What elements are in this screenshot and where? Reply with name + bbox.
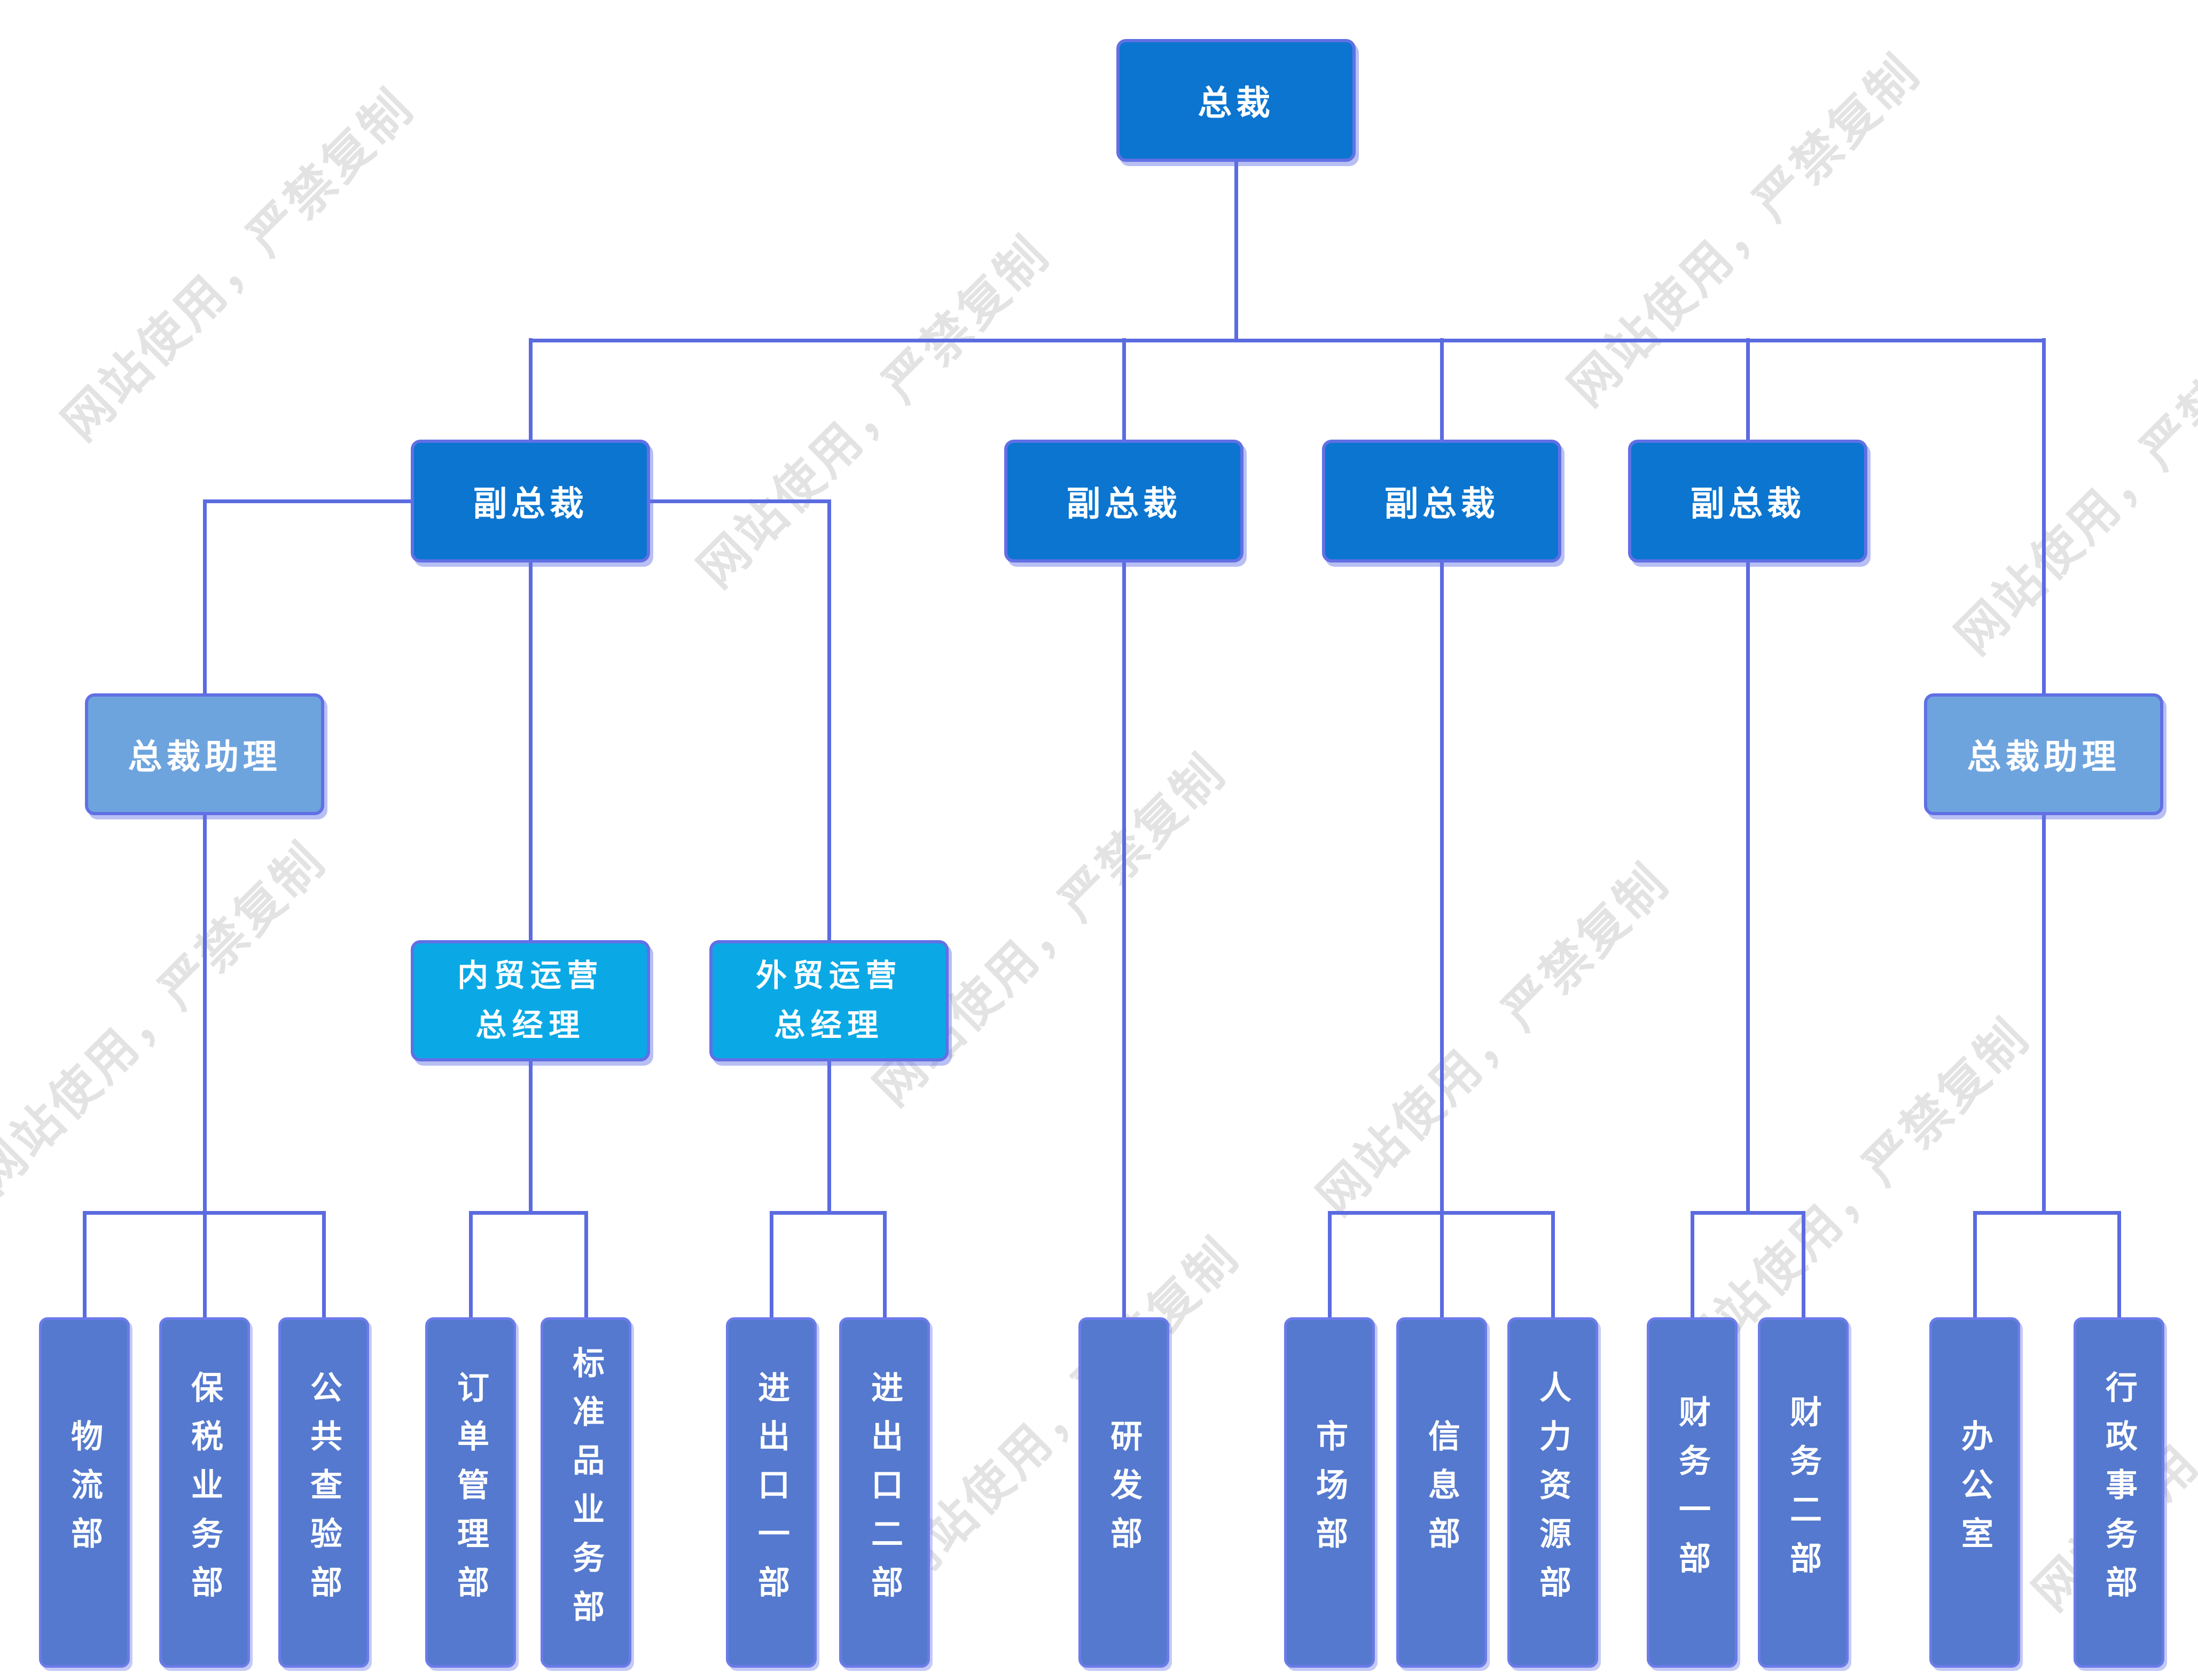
connector-line bbox=[1746, 338, 1750, 440]
connector-line bbox=[827, 1061, 831, 1213]
connector-line bbox=[1802, 1213, 1805, 1317]
node-dept-import-export-1[interactable]: 进出口一部 bbox=[726, 1317, 817, 1668]
connector-line bbox=[1746, 562, 1750, 1213]
node-vice-president-4[interactable]: 副总裁 bbox=[1628, 440, 1867, 562]
connector-line bbox=[1122, 338, 1126, 440]
node-dept-finance-1[interactable]: 财务一部 bbox=[1647, 1317, 1738, 1668]
connector-line bbox=[2042, 338, 2046, 693]
connector-line bbox=[529, 338, 533, 440]
node-dept-admin-affairs[interactable]: 行政事务部 bbox=[2074, 1317, 2164, 1668]
connector-line bbox=[827, 501, 831, 940]
connector-line bbox=[1440, 1213, 1444, 1317]
connector-line bbox=[1440, 562, 1444, 1213]
connector-line bbox=[2042, 815, 2046, 1213]
connector-line bbox=[203, 501, 207, 693]
watermark-text: 网站使用，严禁复制 bbox=[1308, 854, 1679, 1225]
connector-line bbox=[529, 562, 533, 940]
node-assistant-right[interactable]: 总裁助理 bbox=[1924, 693, 2163, 815]
watermark-text: 网站使用，严禁复制 bbox=[1559, 44, 1930, 416]
node-vice-president-3[interactable]: 副总裁 bbox=[1322, 440, 1561, 562]
connector-line bbox=[1234, 162, 1238, 340]
node-dept-standard-products[interactable]: 标准品业务部 bbox=[541, 1317, 631, 1668]
node-dept-order-management[interactable]: 订单管理部 bbox=[425, 1317, 516, 1668]
node-dept-bonded-business[interactable]: 保税业务部 bbox=[159, 1317, 250, 1668]
connector-line bbox=[1122, 562, 1126, 1317]
node-dept-public-inspection[interactable]: 公共查验部 bbox=[278, 1317, 369, 1668]
node-president[interactable]: 总裁 bbox=[1116, 39, 1356, 162]
connector-line bbox=[883, 1213, 887, 1317]
node-dept-human-resources[interactable]: 人力资源部 bbox=[1507, 1317, 1598, 1668]
connector-line bbox=[529, 339, 2046, 342]
connector-line bbox=[469, 1213, 473, 1317]
connector-line bbox=[1973, 1213, 1977, 1317]
connector-line bbox=[770, 1213, 773, 1317]
node-dept-information[interactable]: 信息部 bbox=[1396, 1317, 1487, 1668]
connector-line bbox=[1973, 1211, 2121, 1215]
connector-line bbox=[203, 815, 207, 1213]
node-gm-foreign-trade[interactable]: 外贸运营 总经理 bbox=[709, 940, 949, 1061]
connector-line bbox=[1691, 1211, 1805, 1215]
node-dept-logistics[interactable]: 物流部 bbox=[39, 1317, 130, 1668]
node-vice-president-1[interactable]: 副总裁 bbox=[411, 440, 650, 562]
connector-line bbox=[1691, 1213, 1694, 1317]
node-dept-import-export-2[interactable]: 进出口二部 bbox=[839, 1317, 930, 1668]
connector-line bbox=[469, 1211, 588, 1215]
connector-line bbox=[1328, 1213, 1332, 1317]
node-dept-marketing[interactable]: 市场部 bbox=[1284, 1317, 1375, 1668]
connector-line bbox=[203, 1213, 207, 1317]
node-assistant-left[interactable]: 总裁助理 bbox=[85, 693, 324, 815]
connector-line bbox=[322, 1213, 326, 1317]
node-vice-president-2[interactable]: 副总裁 bbox=[1004, 440, 1243, 562]
node-dept-r-and-d[interactable]: 研发部 bbox=[1078, 1317, 1169, 1668]
connector-line bbox=[648, 499, 831, 503]
node-gm-domestic-trade[interactable]: 内贸运营 总经理 bbox=[411, 940, 650, 1061]
node-dept-finance-2[interactable]: 财务二部 bbox=[1758, 1317, 1849, 1668]
watermark-text: 网站使用，严禁复制 bbox=[52, 79, 424, 451]
connector-line bbox=[203, 499, 413, 503]
connector-line bbox=[529, 1061, 533, 1213]
connector-line bbox=[584, 1213, 588, 1317]
connector-line bbox=[770, 1211, 887, 1215]
connector-line bbox=[1551, 1213, 1555, 1317]
connector-line bbox=[83, 1213, 87, 1317]
node-dept-general-office[interactable]: 办公室 bbox=[1929, 1317, 2020, 1668]
connector-line bbox=[2117, 1213, 2121, 1317]
watermark-text: 网站使用，严禁复制 bbox=[0, 832, 336, 1204]
connector-line bbox=[1440, 338, 1444, 440]
